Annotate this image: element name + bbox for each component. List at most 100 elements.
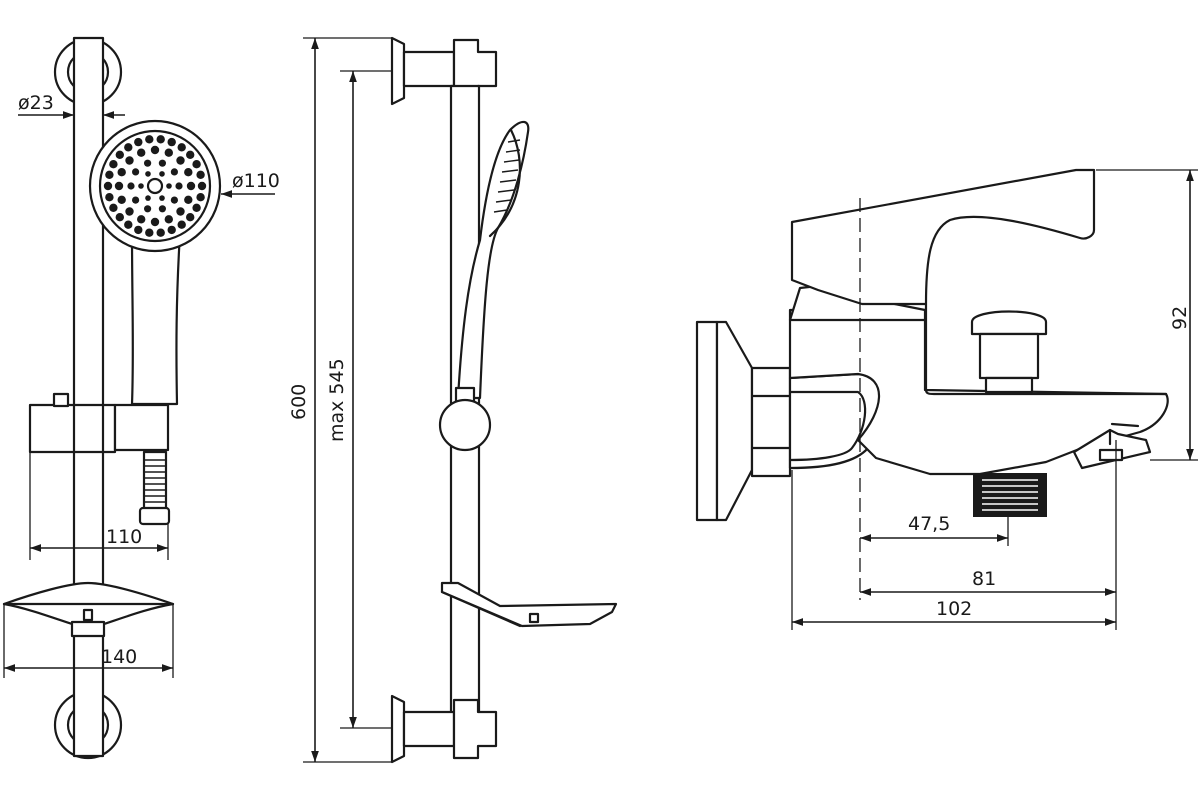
nozzle-dot: [196, 170, 205, 179]
nozzle-dot: [177, 143, 186, 152]
mixer-body: [788, 308, 1169, 476]
nozzle-dot: [115, 150, 125, 159]
nozzle-dot: [105, 170, 114, 179]
nozzle-dot: [192, 203, 201, 212]
nozzle-dot: [167, 137, 176, 147]
nozzle-dot: [197, 181, 207, 191]
soap-dish-side: [440, 581, 618, 628]
dim-max-spacing: max 545: [326, 70, 392, 729]
nozzle-dot: [186, 181, 196, 191]
nozzle-dot: [158, 159, 166, 167]
nozzle-dot: [166, 183, 172, 189]
nozzle-dot: [125, 207, 134, 216]
mixer-depth-label: 102: [936, 598, 972, 620]
nozzle-dot: [144, 159, 152, 167]
inlet-arm: [788, 372, 886, 470]
nozzle-center: [146, 177, 164, 195]
nozzle-dot: [109, 160, 118, 169]
soap-dish-width-label: 140: [101, 646, 137, 668]
slider: [28, 392, 170, 454]
slider-side: [438, 386, 492, 452]
nozzle-dot: [134, 137, 143, 147]
nozzle-dot: [164, 148, 173, 157]
nozzle-dot: [145, 195, 151, 201]
nozzle-dot: [156, 228, 165, 237]
spout-outlet-label: 47,5: [908, 513, 950, 535]
nozzle-dot: [192, 160, 201, 169]
rail-diameter-label: ø23: [18, 92, 54, 114]
nozzle-dot: [109, 203, 118, 212]
nozzle-dot: [150, 145, 160, 155]
nozzle-dot: [114, 181, 124, 191]
shower-set-front-view: ø23 ø110 110 140: [2, 36, 280, 760]
nozzle-dot: [117, 168, 126, 177]
dim-total-height: 600: [288, 37, 392, 763]
dim-slider-width: 110: [29, 452, 169, 560]
nozzle-dot: [103, 181, 113, 191]
nozzle-dot: [159, 195, 165, 201]
nozzle-dot: [144, 205, 152, 213]
nozzle-dot: [127, 182, 135, 190]
nozzle-dot: [132, 168, 140, 176]
dim-head-diameter: ø110: [221, 170, 280, 198]
nozzle-dot: [184, 195, 193, 204]
dim-rail-diameter: ø23: [18, 92, 125, 119]
slider-width-label: 110: [106, 526, 142, 548]
rail: [72, 36, 105, 758]
hose-outlet: [1072, 422, 1152, 470]
nozzle-dot: [167, 225, 176, 235]
soap-dish-front: [2, 581, 175, 638]
bath-mixer-view: 47,5 81 102 92: [695, 168, 1198, 630]
dim-spout-reach: 81: [860, 440, 1117, 630]
nozzle-dot: [176, 207, 185, 216]
nozzle-dot: [124, 143, 133, 152]
nozzle-dot: [145, 171, 151, 177]
diverter-knob: [970, 310, 1048, 394]
connection-nut: [750, 366, 792, 478]
nozzle-dot: [137, 148, 146, 157]
nozzle-dot: [186, 213, 195, 222]
nozzle-dot: [186, 150, 195, 159]
nozzle-dot: [115, 213, 125, 222]
nozzle-dot: [132, 196, 140, 204]
nozzle-dot: [145, 135, 154, 144]
nozzle-dot: [170, 196, 178, 204]
nozzle-dot: [196, 193, 205, 202]
nozzle-dot: [145, 228, 154, 237]
nozzle-dot: [150, 217, 160, 227]
dim-mixer-height: 92: [1096, 169, 1198, 461]
hand-shower-side: [456, 120, 530, 400]
total-height-label: 600: [288, 384, 310, 420]
nozzle-dot: [125, 156, 134, 165]
lever-handle: [790, 168, 1096, 306]
wall-flange: [695, 320, 754, 522]
nozzle-dot: [137, 215, 146, 224]
head-diameter-label: ø110: [232, 170, 280, 192]
shower-set-side-view: 600 max 545: [288, 36, 618, 764]
spout-reach-label: 81: [972, 568, 996, 590]
hand-shower: [88, 119, 222, 406]
nozzle-dot: [124, 220, 133, 229]
mixer-height-label: 92: [1169, 306, 1191, 330]
top-bracket-side: [390, 36, 498, 106]
bottom-bracket-side: [390, 694, 498, 764]
nozzle-dot: [164, 215, 173, 224]
hose-connector: [138, 450, 171, 526]
nozzle-dot: [184, 168, 193, 177]
nozzle-dot: [158, 205, 166, 213]
spout-thread: [973, 473, 1047, 517]
nozzle-dot: [175, 182, 183, 190]
nozzle-dot: [177, 220, 186, 229]
nozzle-dot: [156, 135, 165, 144]
nozzle-dot: [138, 183, 144, 189]
dim-spout-outlet: 47,5: [860, 513, 1009, 546]
nozzle-dot: [134, 225, 143, 235]
nozzle-dot: [117, 195, 126, 204]
nozzle-dot: [170, 168, 178, 176]
nozzle-dot: [176, 156, 185, 165]
dim-soap-dish-width: 140: [3, 604, 174, 678]
nozzle-dot: [159, 171, 165, 177]
nozzle-dot: [105, 193, 114, 202]
dim-mixer-depth: 102: [791, 470, 1116, 630]
